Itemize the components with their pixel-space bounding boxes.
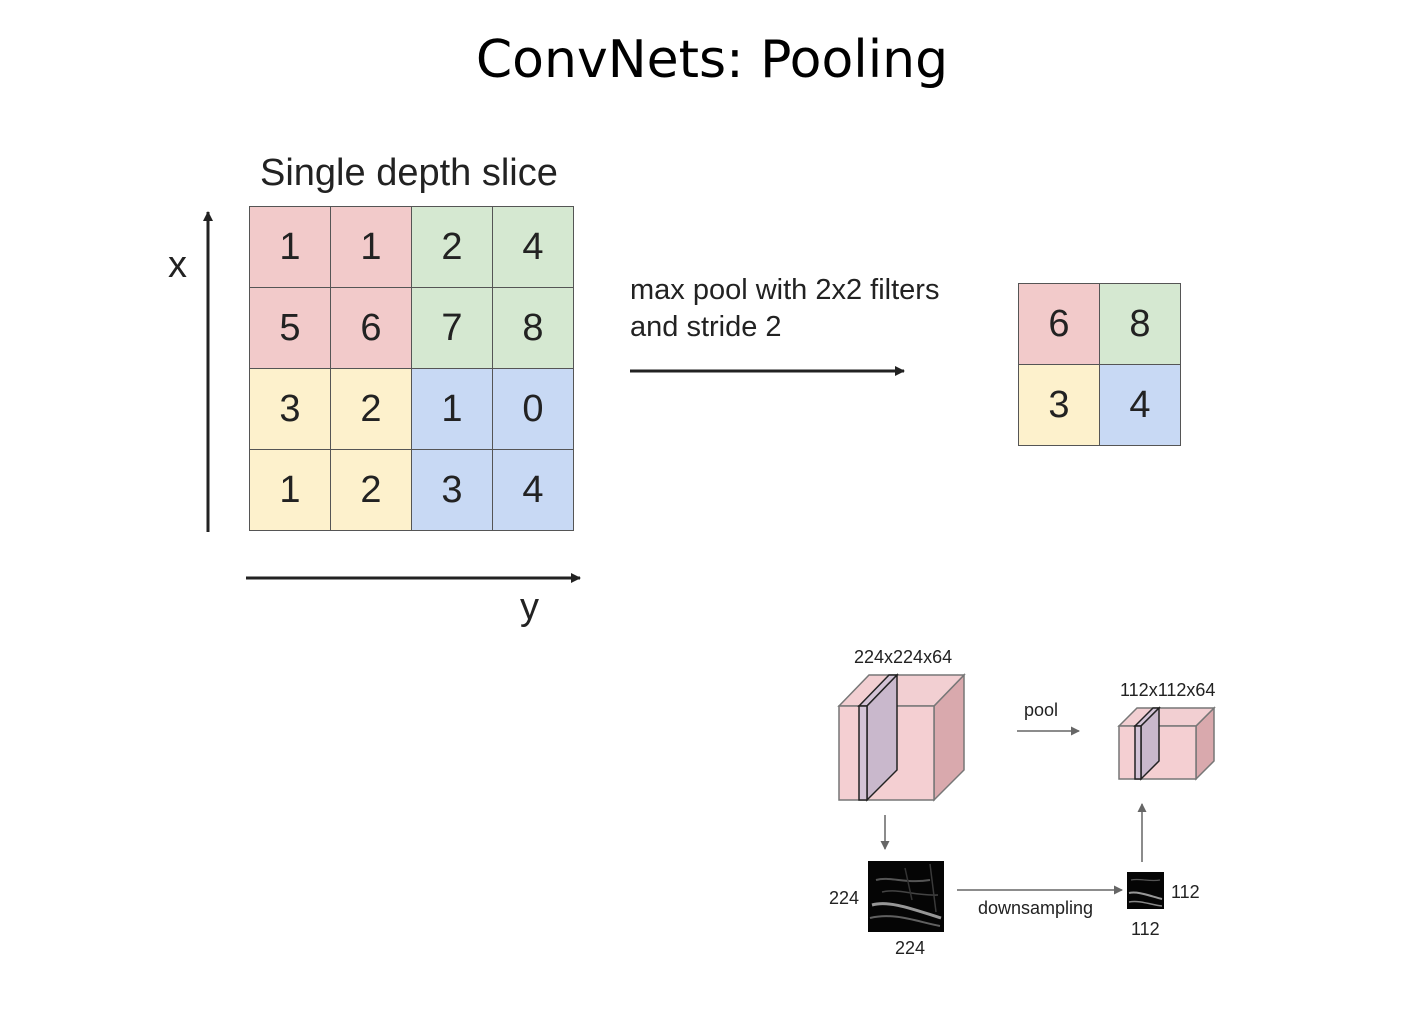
- output-volume-size-label: 112x112x64: [1120, 680, 1216, 700]
- downsampling-label: downsampling: [978, 898, 1094, 918]
- input-grid-row: 1 1 2 4: [249, 206, 574, 288]
- output-feature-map-image: [1127, 872, 1164, 909]
- input-cell: 3: [411, 449, 493, 531]
- input-cell: 7: [411, 287, 493, 369]
- operation-label-line2: and stride 2: [630, 311, 782, 343]
- input-cell: 4: [492, 449, 574, 531]
- input-volume: [837, 673, 966, 802]
- input-grid: 1 1 2 4 5 6 7 8 3 2 1 0 1 2 3 4: [249, 206, 574, 531]
- x-axis-label: x: [168, 244, 187, 286]
- operation-label: max pool with 2x2 filters and stride 2: [630, 272, 939, 346]
- input-cell: 0: [492, 368, 574, 450]
- input-map-width-label: 224: [895, 938, 926, 958]
- single-depth-slice-label: Single depth slice: [260, 152, 558, 194]
- output-grid-row: 3 4: [1018, 364, 1181, 446]
- output-cell: 8: [1099, 283, 1181, 365]
- input-cell: 3: [249, 368, 331, 450]
- input-cell: 6: [330, 287, 412, 369]
- input-cell: 4: [492, 206, 574, 288]
- input-cell: 2: [411, 206, 493, 288]
- output-cell: 6: [1018, 283, 1100, 365]
- input-cell: 2: [330, 368, 412, 450]
- output-grid-row: 6 8: [1018, 283, 1181, 365]
- output-map-height-label: 112: [1171, 882, 1200, 902]
- slide-title: ConvNets: Pooling: [475, 30, 949, 90]
- input-cell: 8: [492, 287, 574, 369]
- input-cell: 2: [330, 449, 412, 531]
- input-grid-row: 3 2 1 0: [249, 368, 574, 450]
- output-grid: 6 8 3 4: [1018, 283, 1181, 446]
- input-cell: 1: [249, 206, 331, 288]
- y-axis-label: y: [520, 586, 539, 628]
- input-map-height-label: 224: [829, 888, 860, 908]
- input-cell: 1: [330, 206, 412, 288]
- output-volume: [1117, 706, 1216, 781]
- input-cell: 1: [411, 368, 493, 450]
- input-volume-size-label: 224x224x64: [854, 647, 953, 667]
- input-cell: 1: [249, 449, 331, 531]
- output-map-width-label: 112: [1131, 919, 1160, 939]
- input-grid-row: 1 2 3 4: [249, 449, 574, 531]
- output-cell: 3: [1018, 364, 1100, 446]
- input-cell: 5: [249, 287, 331, 369]
- input-grid-row: 5 6 7 8: [249, 287, 574, 369]
- pool-label: pool: [1024, 700, 1059, 720]
- output-cell: 4: [1099, 364, 1181, 446]
- operation-label-line1: max pool with 2x2 filters: [630, 274, 940, 306]
- input-feature-map-image: [868, 861, 944, 932]
